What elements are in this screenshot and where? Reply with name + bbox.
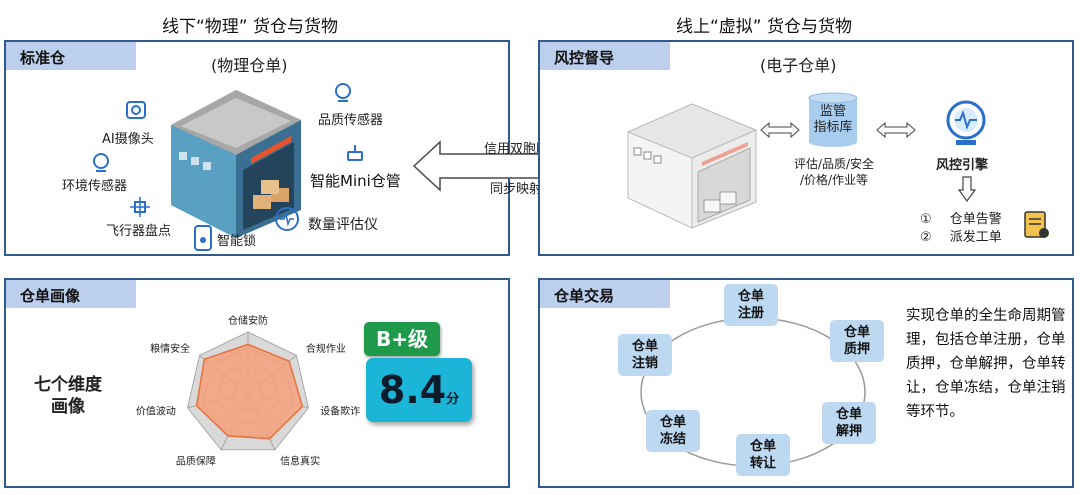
electronic-receipt-subtitle: (电子仓单) xyxy=(760,56,837,75)
standard-warehouse-panel: 标准仓 (物理仓单) AI摄像头 环境传感器 飞行器盘点 智 xyxy=(4,40,510,256)
radar-axis-label: 品质保障 xyxy=(176,455,216,468)
down-arrow-icon xyxy=(958,176,976,202)
double-arrow-icon xyxy=(876,122,916,138)
panel-tag: 标准仓 xyxy=(6,42,136,70)
quantity-meter-label: 数量评估仪 xyxy=(308,217,378,233)
offline-heading: 线下“物理” 货仓与货物 xyxy=(162,17,339,37)
smart-lock-icon xyxy=(194,225,212,251)
work-order-icon xyxy=(1024,211,1049,238)
mini-manager-label: 智能Mini仓管 xyxy=(310,172,401,190)
radar-axis-label: 合规作业 xyxy=(306,342,346,355)
radar-axis-label: 价值波动 xyxy=(136,404,176,417)
lifecycle-description: 实现仓单的全生命周期管理，包括仓单注册，仓单质押，仓单解押，仓单转让，仓单冻结，… xyxy=(906,308,1066,420)
environment-sensor-label: 环境传感器 xyxy=(62,179,128,194)
quality-sensor-label: 品质传感器 xyxy=(318,113,384,128)
panel-tag: 仓单交易 xyxy=(540,280,670,308)
radar-axis-label: 仓储安防 xyxy=(228,314,268,327)
risk-engine-icon xyxy=(946,100,986,145)
seven-dimension-title: 七个维度 画像 xyxy=(34,375,102,417)
indicator-db-label: 监管 指标库 xyxy=(813,104,853,135)
radar-axis-label: 设备欺诈 xyxy=(320,404,360,417)
double-arrow-icon xyxy=(760,122,800,138)
risk-supervision-panel: 风控督导 (电子仓单) 监管 指标库 评估/品质/安全 /价格/作业等 风控引擎 xyxy=(538,40,1074,256)
ai-camera-label: AI摄像头 xyxy=(102,132,154,147)
node-freeze: 仓单 冻结 xyxy=(646,410,700,452)
quantity-meter-icon xyxy=(275,207,299,231)
node-release: 仓单 解押 xyxy=(822,402,876,444)
receipt-trading-panel: 仓单交易 仓单 注册 仓单 质押 仓单 解押 仓单 转让 仓单 冻结 仓单 注销… xyxy=(538,278,1074,488)
score-unit: 分 xyxy=(446,392,460,407)
virtual-warehouse-icon xyxy=(626,103,758,229)
smart-lock-label: 智能锁 xyxy=(217,234,257,249)
radar-axis-label: 信息真实 xyxy=(280,455,320,468)
ai-camera-icon xyxy=(126,101,146,119)
receipt-portrait-panel: 仓单画像 七个维度 画像 仓储安防合规作业设备欺诈信息真实 品质保障 价值波动 粮情安… xyxy=(4,278,510,488)
credit-twin-label: 信用双胞胎 xyxy=(484,142,550,157)
score-card: 8.4分 xyxy=(366,358,472,422)
panel-tag: 仓单画像 xyxy=(6,280,136,308)
node-pledge: 仓单 质押 xyxy=(830,320,884,362)
radar-series-area xyxy=(195,343,304,440)
action-dispatch: ② 派发工单 xyxy=(920,230,1002,245)
score-value: 8.4 xyxy=(378,368,447,412)
physical-receipt-subtitle: (物理仓单) xyxy=(211,56,288,75)
radar-axis-label: 粮情安全 xyxy=(150,342,190,355)
risk-engine-label: 风控引擎 xyxy=(936,158,989,173)
action-alert: ① 仓单告警 xyxy=(920,212,1002,227)
drone-label: 飞行器盘点 xyxy=(106,224,172,239)
online-heading: 线上“虚拟” 货仓与货物 xyxy=(676,17,853,37)
evaluation-dimensions: 评估/品质/安全 /价格/作业等 xyxy=(793,157,875,187)
quality-sensor-icon xyxy=(335,83,351,102)
sync-mapping-label: 同步映射 xyxy=(490,182,543,197)
mini-manager-icon xyxy=(347,145,363,161)
node-transfer: 仓单 转让 xyxy=(736,434,790,476)
radar-grid-ring xyxy=(187,331,309,451)
node-register: 仓单 注册 xyxy=(724,284,778,326)
drone-icon xyxy=(130,197,150,217)
node-cancel: 仓单 注销 xyxy=(618,334,672,376)
environment-sensor-icon xyxy=(93,153,109,172)
panel-tag: 风控督导 xyxy=(540,42,670,70)
grade-badge: B+级 xyxy=(364,322,440,356)
database-icon xyxy=(808,92,858,147)
